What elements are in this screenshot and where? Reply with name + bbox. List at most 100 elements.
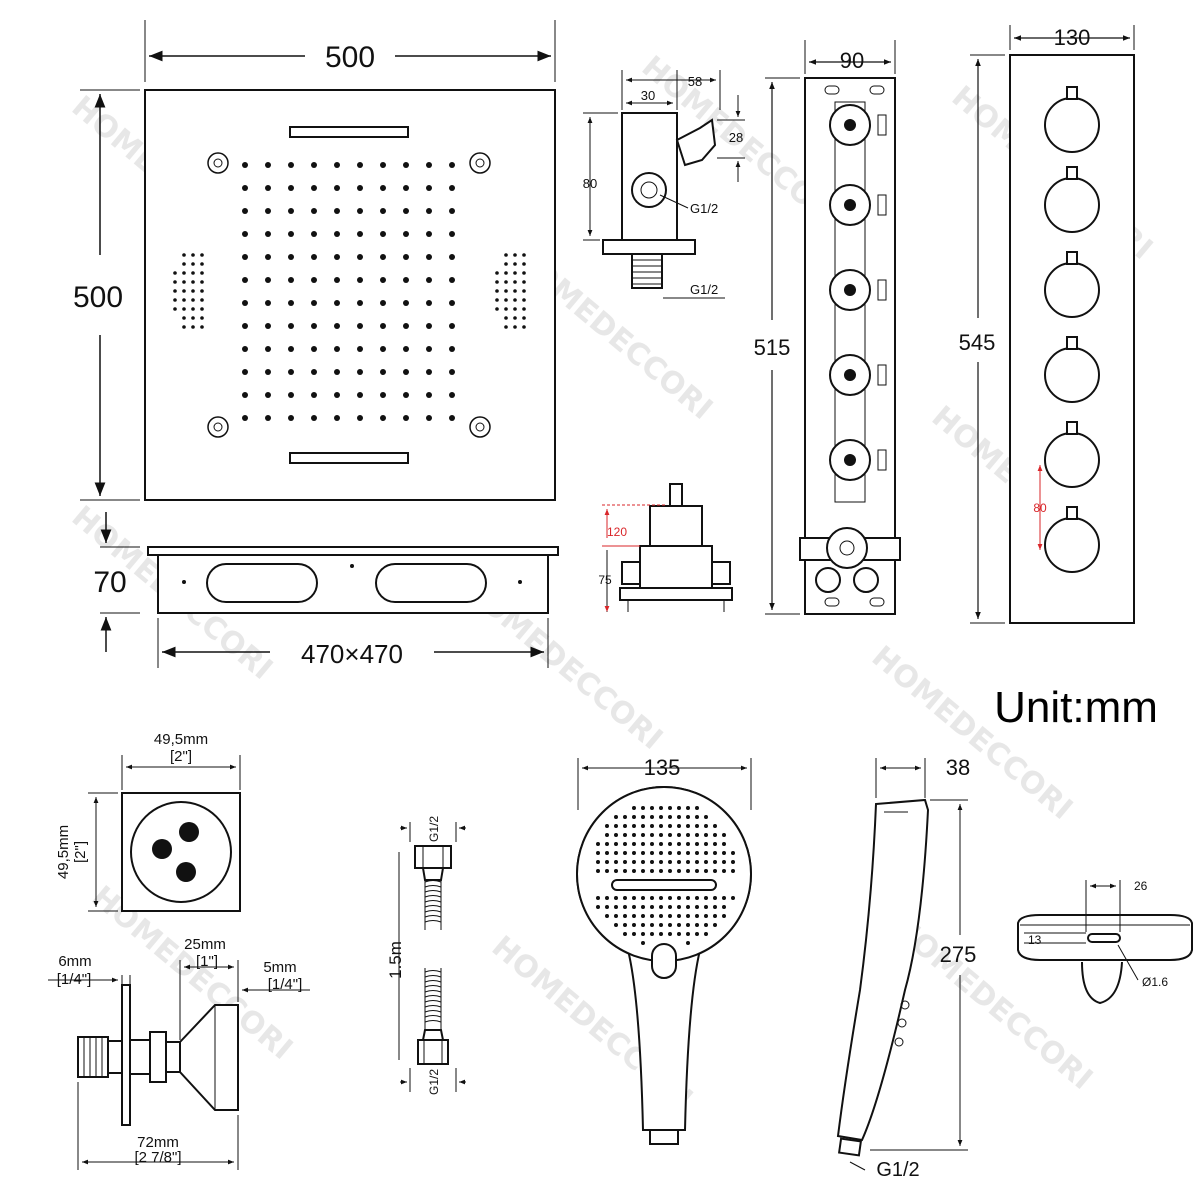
dim-jet-5-in: [1/4"] [268, 976, 303, 993]
mist-dot [513, 298, 517, 302]
mist-dot [504, 298, 508, 302]
nozzle [265, 254, 271, 260]
hand-nozzle [677, 869, 681, 873]
nozzle [334, 369, 340, 375]
hose-coil [424, 905, 442, 908]
mist-dot [513, 271, 517, 275]
mist-dot [182, 307, 186, 311]
mist-dot [200, 262, 204, 266]
thread-hand: G1/2 [876, 1159, 919, 1181]
nozzle [334, 208, 340, 214]
hand-nozzle [650, 806, 654, 810]
hand-nozzle [659, 842, 663, 846]
mist-dot [173, 298, 177, 302]
mist-dot [495, 307, 499, 311]
hose-coil [424, 1000, 442, 1003]
mist-dot [200, 280, 204, 284]
dim-shower-depth: 70 [93, 566, 126, 599]
nozzle [288, 254, 294, 260]
nozzle [403, 323, 409, 329]
nozzle [357, 392, 363, 398]
mist-dot [504, 325, 508, 329]
hand-nozzle [677, 824, 681, 828]
hose-coil [424, 1020, 442, 1023]
hand-nozzle [722, 851, 726, 855]
nozzle [357, 254, 363, 260]
nozzle [334, 277, 340, 283]
hand-nozzle [641, 806, 645, 810]
nozzle [311, 300, 317, 306]
mist-dot [200, 289, 204, 293]
dim-jet-5: 5mm [263, 959, 296, 976]
hand-nozzle [650, 815, 654, 819]
hose-coil [424, 920, 442, 923]
hand-nozzle [650, 833, 654, 837]
hand-nozzle [614, 923, 618, 927]
mist-dot [200, 316, 204, 320]
hand-nozzle [713, 869, 717, 873]
hand-nozzle [614, 896, 618, 900]
nozzle [265, 392, 271, 398]
mist-dot [504, 280, 508, 284]
hand-nozzle [659, 905, 663, 909]
valve-port [877, 194, 887, 216]
hand-nozzle [704, 860, 708, 864]
nozzle [242, 369, 248, 375]
nozzle [403, 346, 409, 352]
mist-dot [513, 262, 517, 266]
hand-nozzle [668, 833, 672, 837]
hand-nozzle [704, 833, 708, 837]
dim-jet-height-in: [2"] [72, 841, 89, 863]
nozzle [449, 392, 455, 398]
mist-dot [182, 280, 186, 284]
wall-bracket: 58 30 28 80 G1/2 G1/2 [583, 70, 745, 299]
nozzle [288, 415, 294, 421]
mist-dot [191, 316, 195, 320]
dim-head-dia: Ø1.6 [1142, 975, 1168, 989]
mist-dot [200, 325, 204, 329]
nozzle [288, 392, 294, 398]
mist-dot [513, 325, 517, 329]
hose-coil [424, 910, 442, 913]
hand-nozzle [596, 905, 600, 909]
nozzle [311, 369, 317, 375]
nozzle [357, 162, 363, 168]
hand-nozzle [650, 869, 654, 873]
dim-panel-width: 130 [1054, 25, 1091, 50]
hand-nozzle [641, 905, 645, 909]
hand-nozzle [677, 923, 681, 927]
hand-nozzle [731, 869, 735, 873]
dim-jet-72-in: [2 7/8"] [134, 1149, 181, 1166]
hand-nozzle [641, 914, 645, 918]
dim-recess: 470×470 [301, 639, 403, 669]
nozzle [426, 300, 432, 306]
hand-nozzle [722, 905, 726, 909]
panel-knobs [1044, 86, 1100, 573]
nozzle [403, 185, 409, 191]
hand-nozzle [713, 860, 717, 864]
hand-nozzle [668, 842, 672, 846]
hand-nozzle [641, 941, 645, 945]
nozzle [380, 254, 386, 260]
hand-nozzle [668, 806, 672, 810]
mist-dot [504, 307, 508, 311]
nozzle [288, 162, 294, 168]
hand-nozzle [686, 869, 690, 873]
nozzle [311, 392, 317, 398]
nozzle [288, 231, 294, 237]
hand-nozzle [722, 833, 726, 837]
valve-port [877, 114, 887, 136]
nozzle [242, 346, 248, 352]
nozzle [265, 208, 271, 214]
dim-jet-height: 49,5mm [55, 825, 72, 879]
mist-dot [522, 307, 526, 311]
nozzle [449, 369, 455, 375]
nozzle [426, 277, 432, 283]
hand-nozzle [623, 896, 627, 900]
dim-hand-depth: 38 [946, 755, 970, 780]
hand-nozzle [605, 905, 609, 909]
mist-dot [504, 253, 508, 257]
mist-dot [513, 253, 517, 257]
hand-nozzle [614, 851, 618, 855]
thread-bracket-bottom: G1/2 [690, 282, 718, 297]
